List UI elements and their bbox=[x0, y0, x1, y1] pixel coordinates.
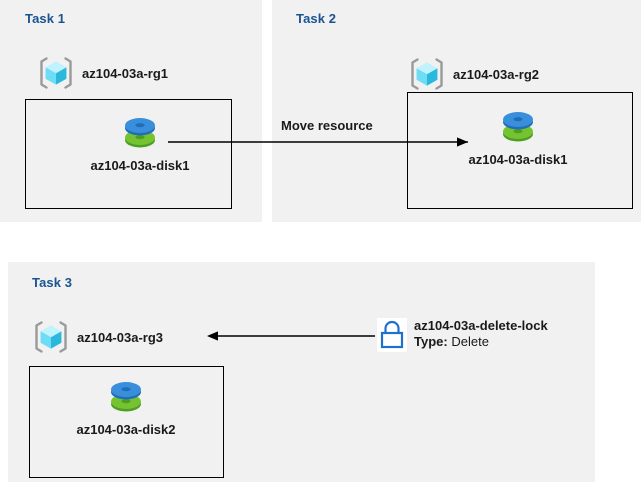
managed-disk-icon bbox=[90, 112, 190, 156]
disk-az104-03a-disk1-task1[interactable]: az104-03a-disk1 bbox=[90, 112, 190, 173]
task-title-2: Task 2 bbox=[296, 11, 337, 26]
resource-group-cube-icon bbox=[409, 57, 445, 91]
arrow-label-move-resource: Move resource bbox=[281, 118, 373, 133]
disk-az104-03a-disk2-task3[interactable]: az104-03a-disk2 bbox=[76, 376, 176, 437]
resource-group-container-1 bbox=[25, 99, 232, 209]
resource-group-label: az104-03a-rg3 bbox=[77, 329, 163, 345]
disk-az104-03a-disk1-task2[interactable]: az104-03a-disk1 bbox=[468, 106, 568, 167]
resource-group-label: az104-03a-rg1 bbox=[82, 65, 168, 81]
resource-group-cube-icon bbox=[33, 320, 69, 354]
lock-name: az104-03a-delete-lock bbox=[414, 318, 548, 333]
arrow-lock-to-resource-group bbox=[207, 331, 375, 341]
managed-disk-icon bbox=[76, 376, 176, 420]
lock-type: Type: Delete bbox=[414, 334, 548, 350]
managed-disk-icon bbox=[468, 106, 568, 150]
disk-label: az104-03a-disk1 bbox=[90, 158, 190, 173]
resource-group-az104-03a-rg3[interactable]: az104-03a-rg3 bbox=[33, 320, 163, 354]
arrow-move-resource bbox=[168, 137, 468, 147]
padlock-icon bbox=[377, 318, 407, 352]
lock-text-block: az104-03a-delete-lock Type: Delete bbox=[414, 318, 548, 351]
resource-group-label: az104-03a-rg2 bbox=[453, 66, 539, 82]
task-title-1: Task 1 bbox=[25, 11, 66, 26]
resource-group-az104-03a-rg1[interactable]: az104-03a-rg1 bbox=[38, 56, 168, 90]
task-panel-1 bbox=[0, 0, 262, 222]
task-panel-2 bbox=[272, 0, 641, 222]
resource-lock-az104-03a-delete-lock[interactable]: az104-03a-delete-lock Type: Delete bbox=[377, 318, 548, 352]
lock-type-label: Type: bbox=[414, 334, 448, 350]
lock-type-value: Delete bbox=[451, 334, 489, 350]
disk-label: az104-03a-disk1 bbox=[468, 152, 568, 167]
resource-group-container-2 bbox=[407, 92, 633, 209]
disk-label: az104-03a-disk2 bbox=[76, 422, 176, 437]
resource-group-container-3 bbox=[29, 366, 224, 478]
task-panel-3 bbox=[8, 262, 595, 482]
resource-group-cube-icon bbox=[38, 56, 74, 90]
task-title-3: Task 3 bbox=[32, 275, 73, 290]
resource-group-az104-03a-rg2[interactable]: az104-03a-rg2 bbox=[409, 57, 539, 91]
